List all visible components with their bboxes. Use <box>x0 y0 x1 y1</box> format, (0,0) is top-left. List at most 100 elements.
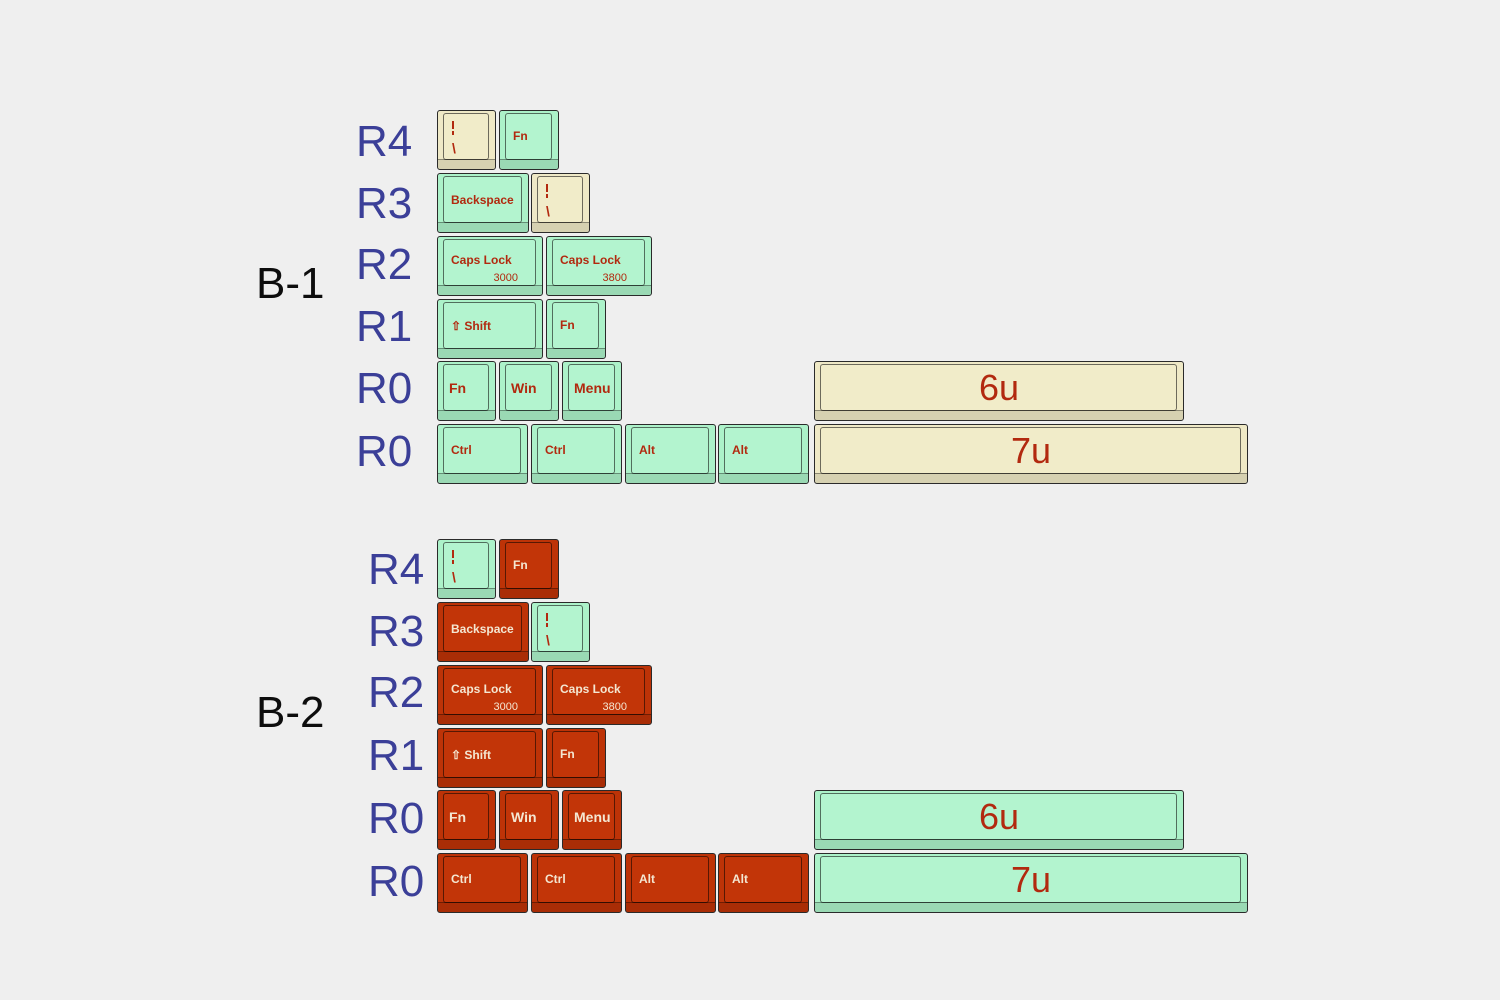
keycap-space-7u: 7u <box>814 424 1248 484</box>
keycap-top <box>820 427 1241 474</box>
pipe-glyph-lower <box>452 131 454 135</box>
pipe-glyph-lower <box>546 623 548 627</box>
keycap-top <box>820 364 1177 411</box>
legend: Fn <box>560 318 575 332</box>
keycap-skirt <box>547 285 651 295</box>
row-label: R4 <box>368 545 425 594</box>
keycap-fn-r1: Fn <box>546 299 606 359</box>
legend: Ctrl <box>545 443 566 457</box>
keycap-top <box>505 113 552 160</box>
legend: Alt <box>732 872 748 886</box>
legend: 6u <box>978 367 1020 408</box>
legend: Alt <box>639 872 655 886</box>
legend: ⇧ Shift <box>451 748 492 762</box>
keycap-skirt <box>626 473 715 483</box>
keycap-win: Win <box>499 361 559 421</box>
row-label: R1 <box>368 731 425 780</box>
legend-bottom: \ <box>546 203 550 219</box>
keycap-top <box>443 176 522 223</box>
legend: ⇧ Shift <box>451 319 492 333</box>
keycap-skirt <box>438 410 495 420</box>
legend: 6u <box>978 796 1020 837</box>
keycap-alt-2: Alt <box>718 424 809 484</box>
keycap-top <box>820 793 1177 840</box>
keycap-skirt <box>438 777 542 787</box>
legend: Win <box>511 809 537 825</box>
keycap-top <box>443 239 536 286</box>
keycap-skirt <box>532 902 621 912</box>
keycap-ctrl-2: Ctrl <box>531 424 622 484</box>
keycap-skirt <box>719 902 808 912</box>
keycap-skirt <box>500 588 558 598</box>
keycap-top <box>443 856 521 903</box>
keycap-top <box>443 427 521 474</box>
pipe-glyph-lower <box>546 194 548 198</box>
keycap-alt-1: Alt <box>625 424 716 484</box>
legend: Menu <box>574 380 611 396</box>
keycap-top <box>552 302 599 349</box>
keycap-win: Win <box>499 790 559 850</box>
keycap-pipe-r4: |\ <box>437 539 496 599</box>
row-label: R0 <box>356 427 413 476</box>
keycap-top <box>443 605 522 652</box>
keycap-skirt <box>438 285 542 295</box>
keycap-ctrl-1: Ctrl <box>437 424 528 484</box>
keycap-top <box>537 605 583 652</box>
keycap-skirt <box>815 902 1247 912</box>
keycap-top <box>505 542 552 589</box>
legend: Fn <box>513 129 528 143</box>
legend: Caps Lock <box>451 682 512 696</box>
keycap-skirt <box>532 651 589 661</box>
keycap-skirt <box>438 902 527 912</box>
sublegend: 3800 <box>602 701 627 713</box>
keycap-top <box>443 793 489 840</box>
keycap-space-6u: 6u <box>814 790 1184 850</box>
keycap-menu: Menu <box>562 790 622 850</box>
keycap-top <box>724 427 802 474</box>
pipe-glyph-upper <box>546 613 548 621</box>
keycap-menu: Menu <box>562 361 622 421</box>
keycap-skirt <box>438 839 495 849</box>
keycap-top <box>443 542 489 589</box>
keycap-skirt <box>532 473 621 483</box>
sublegend: 3000 <box>493 272 518 284</box>
keycap-space-7u: 7u <box>814 853 1248 913</box>
keycap-top <box>537 427 615 474</box>
keycap-skirt <box>438 159 495 169</box>
keycap-skirt <box>500 410 558 420</box>
keycap-fn-r1: Fn <box>546 728 606 788</box>
legend-bottom: \ <box>546 632 550 648</box>
legend: Menu <box>574 809 611 825</box>
keycap-top <box>443 668 536 715</box>
keycap-skirt <box>719 473 808 483</box>
legend: Caps Lock <box>560 682 621 696</box>
keycap-top <box>820 856 1241 903</box>
row-label: R0 <box>368 857 425 906</box>
legend: Caps Lock <box>560 253 621 267</box>
pipe-glyph-lower <box>452 560 454 564</box>
keycap-pipe-r3: |\ <box>531 602 590 662</box>
pipe-glyph-upper <box>452 121 454 129</box>
keycap-skirt <box>815 473 1247 483</box>
keycap-top <box>552 731 599 778</box>
keycap-alt-2: Alt <box>718 853 809 913</box>
keycap-backspace: Backspace <box>437 602 529 662</box>
row-label: R4 <box>356 117 413 166</box>
legend: Win <box>511 380 537 396</box>
keycap-top <box>505 793 552 840</box>
legend-bottom: \ <box>452 569 456 585</box>
keycap-pipe-r3: |\ <box>531 173 590 233</box>
row-label: R2 <box>368 668 425 717</box>
keycap-skirt <box>438 588 495 598</box>
keycap-skirt <box>438 348 542 358</box>
keycap-skirt <box>438 222 528 232</box>
keycap-caps-3800: Caps Lock 3800 <box>546 665 652 725</box>
kit-label: B-1 <box>256 259 325 308</box>
sublegend: 3000 <box>493 701 518 713</box>
keycap-caps-3000: Caps Lock 3000 <box>437 665 543 725</box>
keycap-skirt <box>815 410 1183 420</box>
row-label: R1 <box>356 302 413 351</box>
legend-bottom: \ <box>452 140 456 156</box>
